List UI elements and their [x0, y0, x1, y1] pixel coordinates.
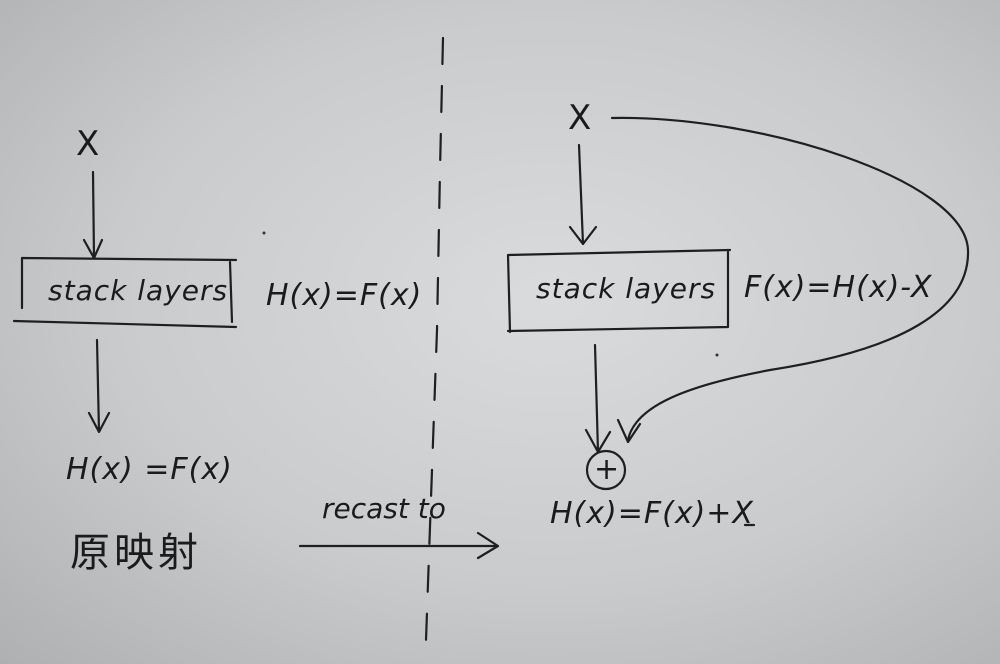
right-box: [506, 248, 732, 334]
right-input-arrow: [568, 143, 598, 246]
right-equation-below: H(x)=F(x)+X: [550, 496, 754, 531]
right-main-arrow: [584, 343, 612, 454]
left-output-arrow: [87, 338, 111, 434]
recast-label: recast to: [322, 492, 446, 525]
left-caption-cn: 原映射: [70, 530, 202, 576]
left-input-arrow: [82, 170, 104, 260]
left-input-x: X: [76, 124, 100, 164]
add-node: [585, 449, 627, 491]
left-equation-right: H(x)=F(x): [266, 278, 423, 313]
dashed-divider: [424, 36, 445, 642]
right-input-x: X: [568, 98, 592, 138]
right-equation-right: F(x)=H(x)-X: [744, 270, 933, 305]
right-box-label: stack layers: [536, 272, 717, 305]
left-box-label: stack layers: [48, 274, 229, 307]
skip-connection: [610, 116, 970, 444]
left-equation-below: H(x) =F(x): [66, 452, 233, 487]
recast-arrow: [298, 531, 500, 560]
add-symbol: +: [594, 452, 620, 487]
left-box: [12, 256, 238, 329]
